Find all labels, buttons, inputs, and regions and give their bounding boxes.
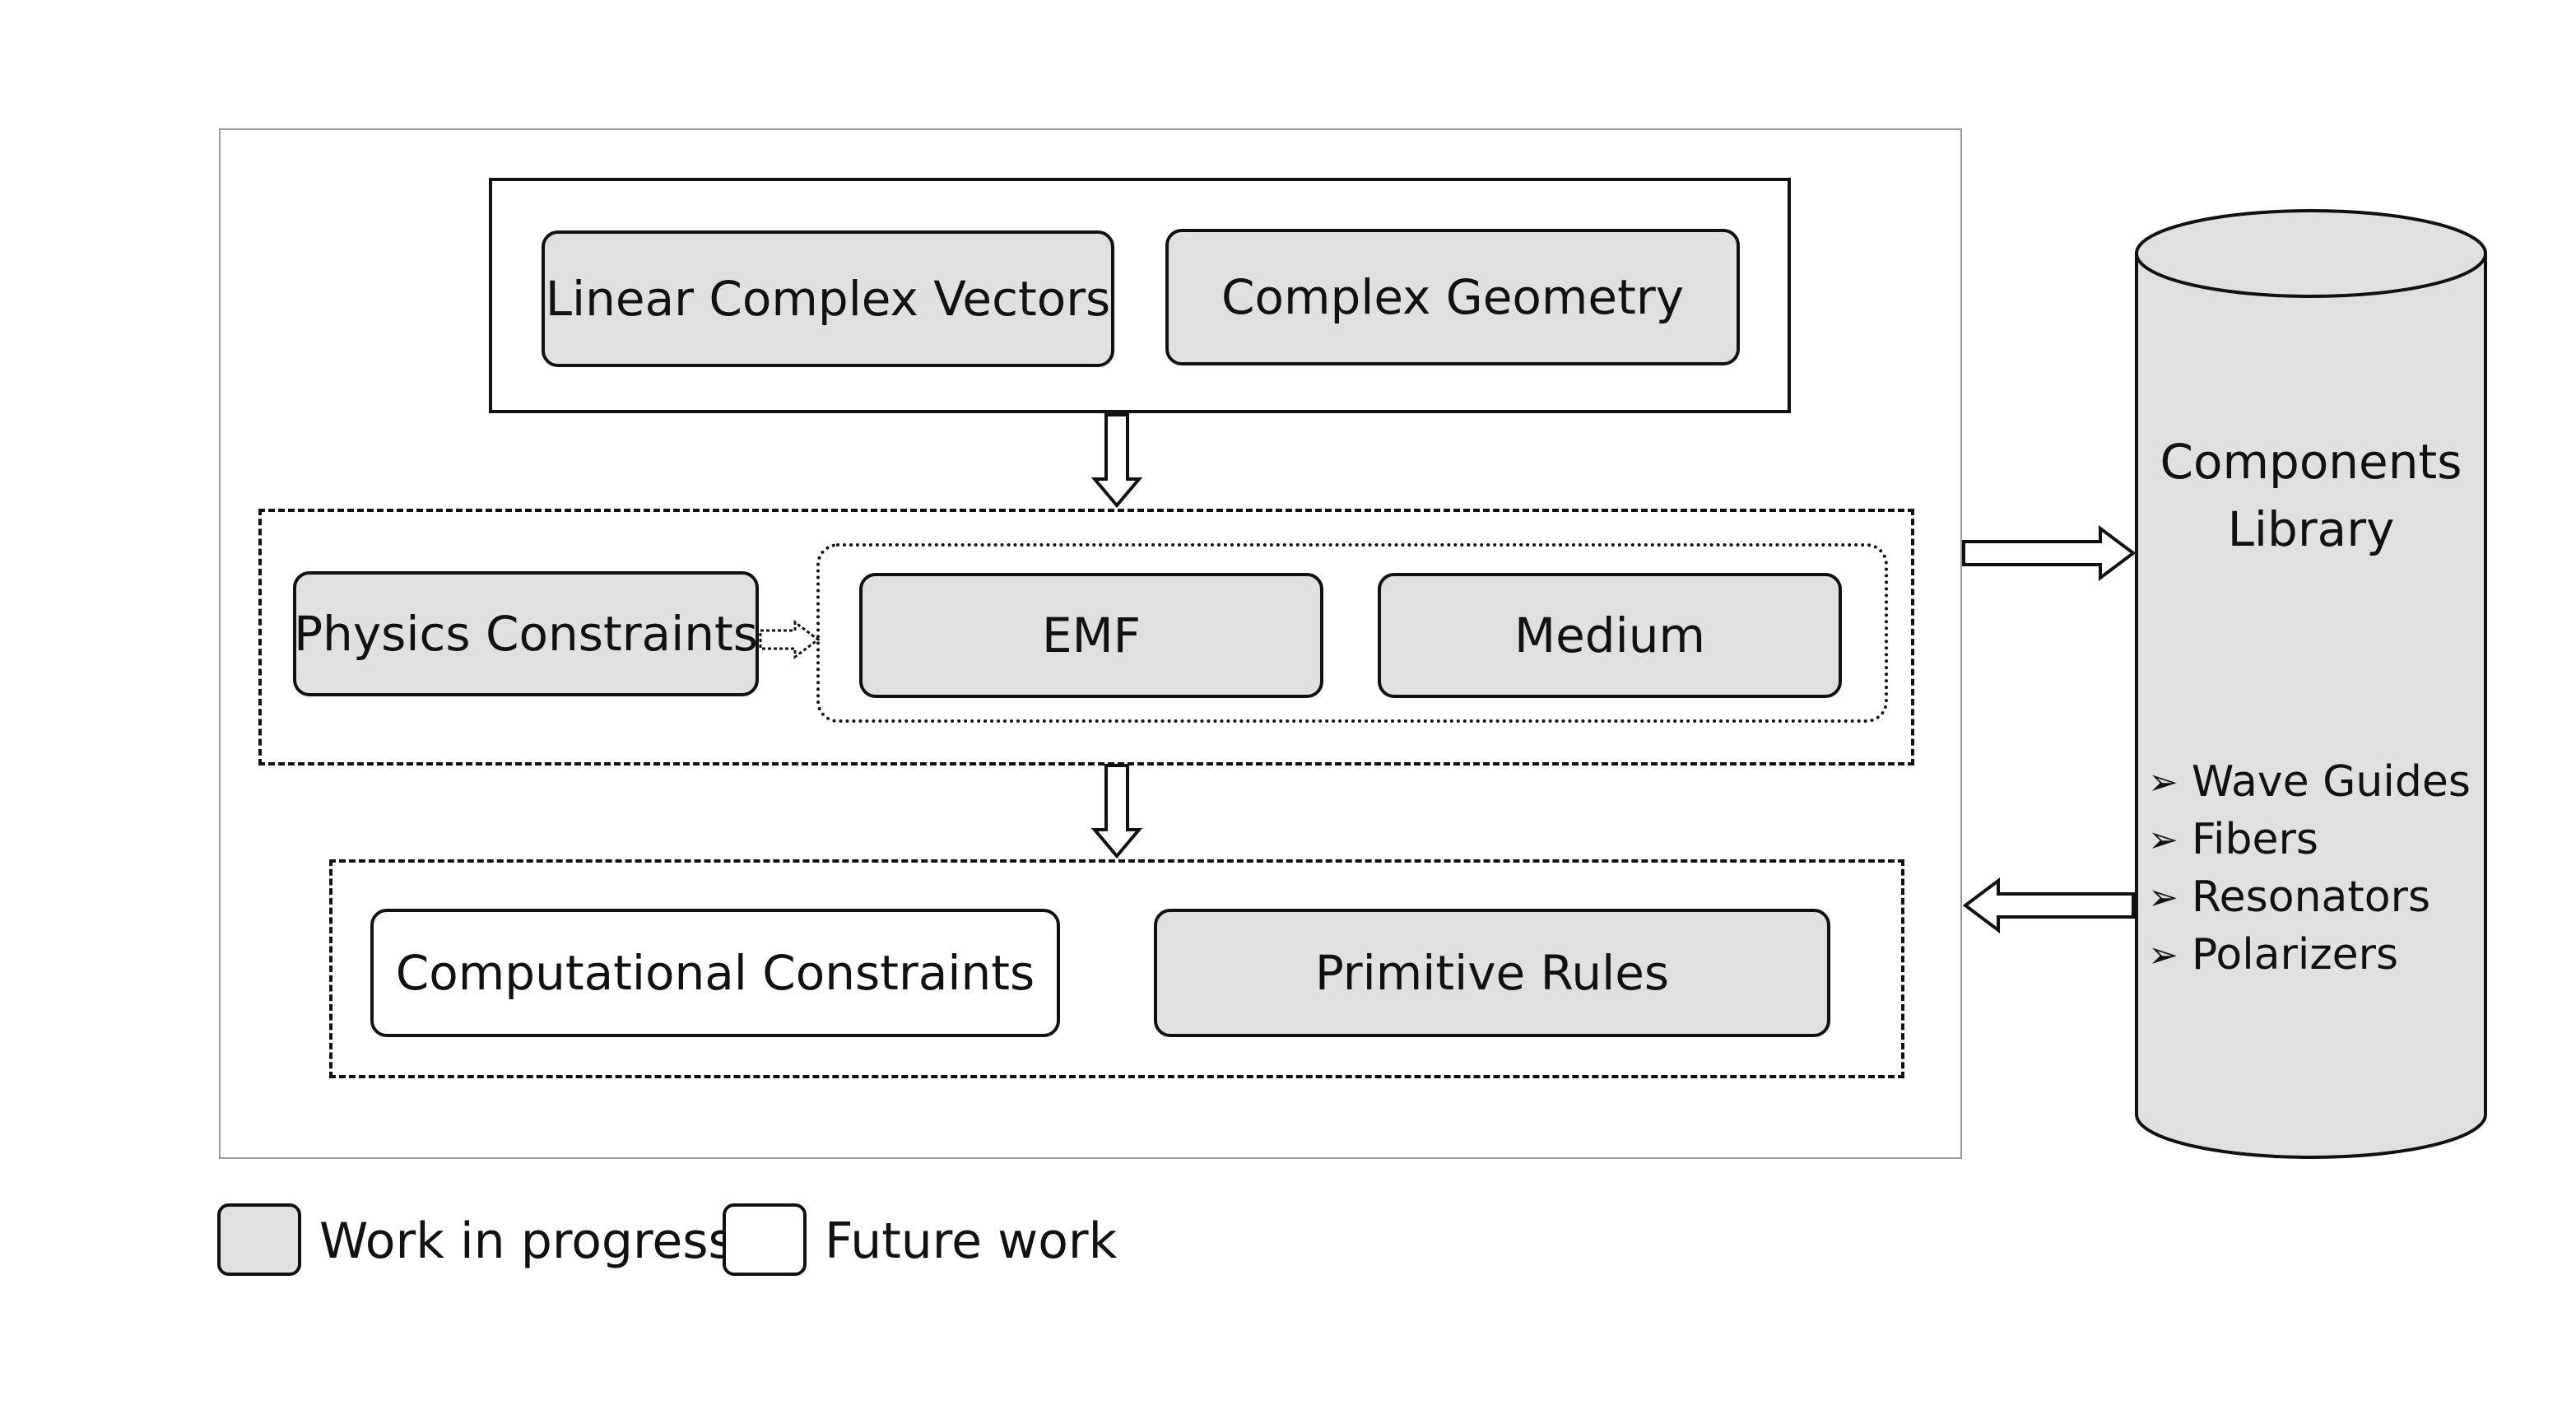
node-emf: EMF [859,573,1323,698]
node-complex-geometry: Complex Geometry [1165,229,1740,365]
arrow-framework-to-library [1962,525,2137,581]
arrow-bullet-icon: ➢ [2148,933,2178,976]
arrow-middle-to-bottom [1090,764,1143,859]
framework-container [219,128,1962,1159]
arrow-top-to-middle [1090,413,1143,509]
library-title-line1: Components [2160,434,2462,490]
legend-swatch-work-in-progress [217,1203,301,1276]
library-item: ➢ Resonators [2148,873,2430,922]
node-medium: Medium [1378,573,1842,698]
components-library-cylinder [2135,209,2487,1159]
computation-group [329,859,1904,1078]
node-physics-constraints: Physics Constraints [293,571,759,696]
library-item-label: Polarizers [2191,930,2399,980]
library-title-line2: Library [2227,501,2395,557]
arrow-bullet-icon: ➢ [2148,818,2178,861]
library-item-label: Resonators [2191,873,2431,922]
mathematics-group [489,178,1791,413]
library-item: ➢ Polarizers [2148,930,2398,980]
node-primitive-rules: Primitive Rules [1154,909,1830,1037]
arrow-bullet-icon: ➢ [2148,876,2178,919]
legend-label-future-work: Future work [825,1212,1118,1270]
arrow-library-to-framework [1962,877,2135,933]
node-computational-constraints: Computational Constraints [370,909,1060,1037]
physics-group [258,509,1914,765]
library-item-label: Wave Guides [2191,757,2471,807]
library-item: ➢ Fibers [2148,815,2318,864]
arrow-physics-to-fields [759,620,821,659]
fields-group [816,543,1888,723]
library-title: Components Library [2137,428,2485,563]
legend-label-work-in-progress: Work in progress [319,1212,734,1270]
library-item-label: Fibers [2191,815,2318,864]
arrow-bullet-icon: ➢ [2148,761,2178,803]
library-item: ➢ Wave Guides [2148,757,2471,807]
node-linear-complex-vectors: Linear Complex Vectors [542,230,1114,367]
legend-swatch-future-work [723,1203,807,1276]
